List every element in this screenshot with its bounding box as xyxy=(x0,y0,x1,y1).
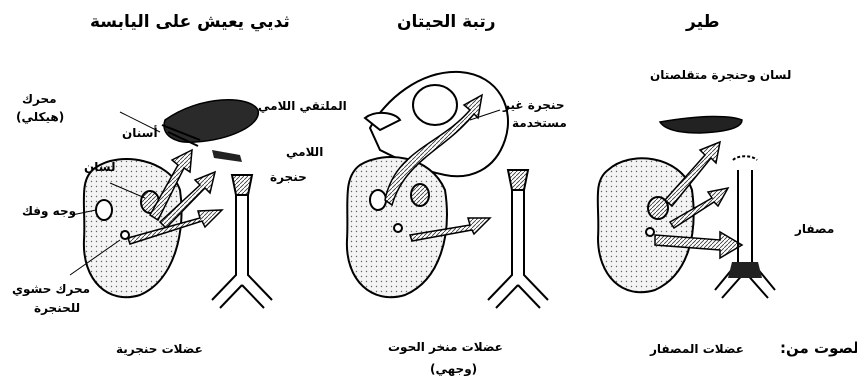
cetacean-larynx xyxy=(508,170,528,190)
label-teeth: أسنان xyxy=(122,126,158,140)
label-larynx-unused-1: حنجرة غير xyxy=(503,98,564,112)
label-visceral-motor-1: محرك حشوي xyxy=(12,282,90,296)
label-larynx: حنجرة xyxy=(270,170,307,184)
label-larynx-unused-2: مستخدمة xyxy=(512,116,567,130)
label-motor-skeletal-1: محرك xyxy=(22,92,57,106)
label-hyoid: اللامي xyxy=(286,145,323,159)
label-visceral-motor-2: للحنجرة xyxy=(34,301,80,315)
cetacean-trachea xyxy=(488,190,548,308)
cetacean-caption-1: عضلات منخر الحوت xyxy=(388,340,503,354)
bird-caption-prefix: الصوت من: xyxy=(780,339,857,357)
mammal-drawing xyxy=(70,100,272,308)
mammal-larynx xyxy=(232,175,252,195)
label-face-jaw: وجه وفك xyxy=(22,204,76,218)
label-motor-skeletal-2: (هيكلي) xyxy=(16,110,64,124)
label-hyoid-junction: الملتقي اللامي xyxy=(258,99,347,113)
cetacean-title: رتبة الحيتان xyxy=(397,12,496,32)
mammal-caption: عضلات حنجرية xyxy=(116,342,203,356)
label-tongue: لسان xyxy=(84,160,115,174)
mammal-title: ثديي يعيش على اليابسة xyxy=(90,12,290,32)
bird-caption: عضلات المصفار xyxy=(650,342,744,356)
label-tongue-larynx-reduced: لسان وحنجرة متقلصتان xyxy=(650,68,791,82)
bird-drawing xyxy=(598,116,775,298)
face-jaw-nucleus xyxy=(96,200,112,220)
cetacean-caption-2: (وجهي) xyxy=(430,362,477,376)
bird-tongue xyxy=(660,116,742,133)
bird-title: طير xyxy=(686,12,720,32)
label-syrinx: مصفار xyxy=(795,222,834,236)
